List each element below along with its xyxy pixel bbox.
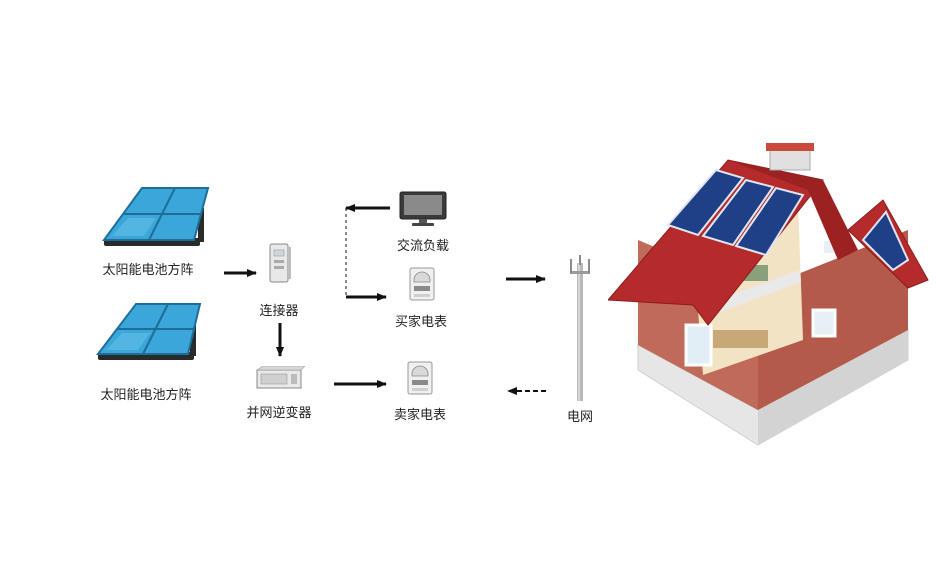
buy-meter: [408, 266, 436, 302]
house-cutaway-icon: [608, 140, 938, 455]
solar-array-2: [92, 300, 210, 366]
junction-box-icon: [268, 242, 292, 284]
electric-meter-icon: [408, 266, 436, 302]
solar-panel-icon: [92, 300, 210, 366]
electric-meter-icon: [406, 360, 434, 396]
inverter: [255, 366, 305, 390]
utility-pole-icon: [566, 255, 594, 401]
sell-meter: [406, 360, 434, 396]
ac-load-label: 交流负载: [396, 239, 450, 254]
solar-array-1: [98, 184, 216, 250]
ac-load: [398, 190, 448, 228]
solar-array-2-label: 太阳能电池方阵: [100, 388, 192, 403]
inverter-icon: [255, 366, 305, 390]
monitor-icon: [398, 190, 448, 228]
connector: [268, 242, 292, 284]
solar-panel-icon: [98, 184, 216, 250]
grid-pole: [566, 255, 594, 401]
sell-meter-label: 卖家电表: [393, 408, 447, 423]
connector-label: 连接器: [259, 304, 299, 319]
grid-label: 电网: [566, 410, 594, 425]
solar-array-1-label: 太阳能电池方阵: [102, 263, 194, 278]
buy-meter-label: 买家电表: [394, 315, 448, 330]
house-illustration: [608, 140, 938, 455]
inverter-label: 并网逆变器: [246, 406, 312, 421]
